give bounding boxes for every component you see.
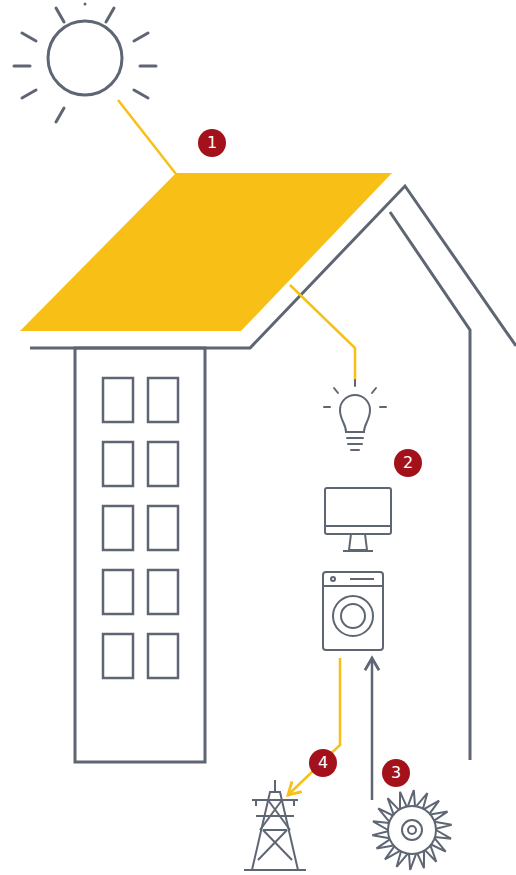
turbine-blade xyxy=(400,792,407,809)
turbine-blade xyxy=(373,821,389,830)
turbine-blade xyxy=(435,822,452,829)
turbine-blade xyxy=(425,845,436,861)
turbine-blade xyxy=(388,798,399,814)
turbine-blade xyxy=(385,846,400,859)
supply-arrow xyxy=(371,658,374,800)
pylon-symbol xyxy=(244,780,306,870)
washing-machine-symbol xyxy=(323,572,383,650)
turbine-symbol xyxy=(372,790,451,870)
turbine-blade xyxy=(430,812,447,821)
callout-number: 3 xyxy=(382,759,410,787)
turbine-blade xyxy=(409,854,416,870)
turbine-blade xyxy=(378,808,393,821)
turbine-blade xyxy=(397,851,408,867)
turbine-blade xyxy=(435,830,451,839)
export-arrow xyxy=(288,658,340,795)
callout-number: 4 xyxy=(309,749,337,777)
monitor-symbol xyxy=(325,488,391,551)
light-bulb-symbol xyxy=(324,380,386,450)
turbine-blade xyxy=(416,793,427,809)
sunlight-line xyxy=(118,100,176,174)
turbine-blade xyxy=(431,838,446,851)
sun-symbol xyxy=(14,4,156,122)
solar-panel-roof xyxy=(20,173,392,331)
turbine-blade xyxy=(372,831,389,838)
turbine-blade xyxy=(376,839,393,848)
window-grid xyxy=(103,378,178,678)
callout-number: 1 xyxy=(198,129,226,157)
turbine-blade xyxy=(417,851,424,868)
turbine-blade xyxy=(408,790,415,806)
callout-number: 2 xyxy=(394,449,422,477)
turbine-blade xyxy=(424,801,439,814)
power-wire xyxy=(290,285,355,380)
